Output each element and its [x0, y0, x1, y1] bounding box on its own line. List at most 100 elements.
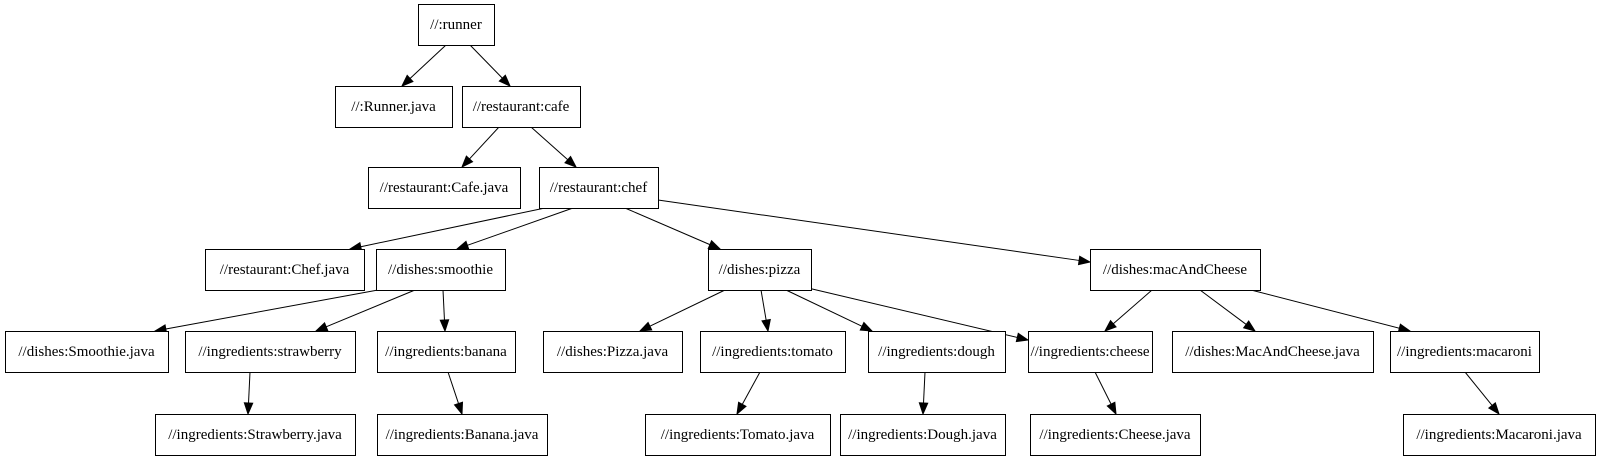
graph-edge [807, 287, 1030, 343]
node-label: //:Runner.java [351, 99, 436, 115]
node-label: //dishes:pizza [719, 262, 801, 278]
graph-node-ing_banana[interactable]: //ingredients:banana [377, 331, 516, 373]
node-box[interactable] [377, 414, 548, 456]
node-box[interactable] [376, 249, 506, 291]
edge-arrowhead-icon [455, 240, 470, 250]
graph-edge [760, 289, 771, 333]
node-box[interactable] [700, 331, 846, 373]
edge-arrowhead-icon [314, 322, 329, 332]
graph-edge [314, 289, 416, 332]
edge-arrowhead-icon [439, 319, 450, 333]
node-box[interactable] [645, 414, 831, 456]
graph-node-chef_java[interactable]: //restaurant:Chef.java [205, 249, 365, 291]
graph-edge [400, 44, 447, 87]
graph-node-pizza_java[interactable]: //dishes:Pizza.java [543, 331, 683, 373]
node-box[interactable] [368, 167, 521, 209]
node-box[interactable] [1403, 414, 1596, 456]
edge-arrowhead-icon [1077, 255, 1092, 266]
node-label: //ingredients:Tomato.java [661, 427, 815, 443]
edge-arrowhead-icon [761, 318, 771, 333]
node-box[interactable] [543, 331, 683, 373]
graph-edge [624, 207, 722, 250]
edge-arrowhead-icon [453, 401, 464, 416]
graph-edge [657, 199, 1092, 266]
node-box[interactable] [1090, 249, 1261, 291]
graph-edge [1464, 371, 1500, 416]
graph-node-ing_dough[interactable]: //ingredients:dough [868, 331, 1006, 373]
node-box[interactable] [418, 4, 495, 46]
graph-node-restaurant_chef[interactable]: //restaurant:chef [539, 167, 659, 209]
graph-node-macaroni_java[interactable]: //ingredients:Macaroni.java [1403, 414, 1596, 456]
graph-edge [455, 207, 574, 250]
graph-node-macandcheese_java[interactable]: //dishes:MacAndCheese.java [1172, 331, 1374, 373]
node-label: //ingredients:banana [385, 344, 507, 360]
node-label: //ingredients:Dough.java [848, 427, 997, 443]
node-box[interactable] [155, 414, 356, 456]
graph-edge [638, 289, 726, 332]
node-box[interactable] [1030, 414, 1201, 456]
graph-node-ing_strawberry[interactable]: //ingredients:strawberry [185, 331, 356, 373]
graph-edge [243, 371, 254, 416]
edge-arrowhead-icon [1015, 332, 1030, 343]
edge-arrowhead-icon [461, 155, 474, 169]
graph-edge [785, 289, 874, 332]
node-box[interactable] [205, 249, 365, 291]
graph-node-dough_java[interactable]: //ingredients:Dough.java [840, 414, 1006, 456]
node-label: //:runner [430, 17, 482, 33]
graph-node-smoothie_java[interactable]: //dishes:Smoothie.java [5, 331, 169, 373]
graph-node-ing_macaroni[interactable]: //ingredients:macaroni [1390, 331, 1540, 373]
edge-arrowhead-icon [1103, 319, 1117, 332]
graph-node-strawberry_java[interactable]: //ingredients:Strawberry.java [155, 414, 356, 456]
graph-edge [736, 371, 761, 416]
node-label: //ingredients:cheese [1030, 344, 1149, 360]
graph-node-tomato_java[interactable]: //ingredients:Tomato.java [645, 414, 831, 456]
graph-node-banana_java[interactable]: //ingredients:Banana.java [377, 414, 548, 456]
nodes-layer: //:runner //:Runner.java //restaurant:cafe… [5, 4, 1596, 456]
node-box[interactable] [377, 331, 516, 373]
node-label: //restaurant:cafe [473, 99, 570, 115]
node-label: //ingredients:tomato [712, 344, 833, 360]
node-label: //ingredients:Macaroni.java [1416, 427, 1582, 443]
graph-edge [918, 371, 929, 416]
graph-node-cheese_java[interactable]: //ingredients:Cheese.java [1030, 414, 1201, 456]
edge-arrowhead-icon [498, 74, 511, 88]
graph-node-dishes_smoothie[interactable]: //dishes:smoothie [376, 249, 506, 291]
node-box[interactable] [1028, 331, 1153, 373]
edge-arrowhead-icon [736, 401, 747, 416]
node-box[interactable] [708, 249, 812, 291]
node-label: //restaurant:Cafe.java [380, 180, 509, 196]
graph-node-ing_tomato[interactable]: //ingredients:tomato [700, 331, 846, 373]
graph-node-dishes_macandchee[interactable]: //dishes:macAndCheese [1090, 249, 1261, 291]
graph-node-dishes_pizza[interactable]: //dishes:pizza [708, 249, 812, 291]
node-box[interactable] [539, 167, 659, 209]
node-box[interactable] [868, 331, 1006, 373]
node-label: //dishes:MacAndCheese.java [1185, 344, 1360, 360]
node-box[interactable] [840, 414, 1006, 456]
node-box[interactable] [1390, 331, 1540, 373]
edge-arrowhead-icon [400, 74, 414, 87]
edge-arrowhead-icon [918, 402, 929, 416]
node-label: //dishes:Pizza.java [557, 344, 669, 360]
graph-node-restaurant_cafe[interactable]: //restaurant:cafe [462, 86, 581, 128]
graph-edge [447, 371, 464, 416]
graph-node-cafe_java[interactable]: //restaurant:Cafe.java [368, 167, 521, 209]
node-box[interactable] [185, 331, 356, 373]
graph-edge [153, 289, 379, 334]
node-box[interactable] [1172, 331, 1374, 373]
node-box[interactable] [462, 86, 581, 128]
node-box[interactable] [335, 86, 453, 128]
graph-edge [1103, 289, 1153, 332]
node-label: //restaurant:Chef.java [220, 262, 350, 278]
graph-edge [1250, 289, 1412, 333]
edge-arrowhead-icon [707, 239, 722, 250]
graph-node-runner[interactable]: //:runner [418, 4, 495, 46]
node-label: //restaurant:chef [550, 180, 647, 196]
graph-node-ing_cheese[interactable]: //ingredients:cheese [1028, 331, 1153, 373]
node-box[interactable] [5, 331, 169, 373]
graph-node-runner_java[interactable]: //:Runner.java [335, 86, 453, 128]
graph-edge [469, 44, 511, 88]
graph-edge [1199, 289, 1257, 332]
edge-arrowhead-icon [1487, 401, 1500, 416]
